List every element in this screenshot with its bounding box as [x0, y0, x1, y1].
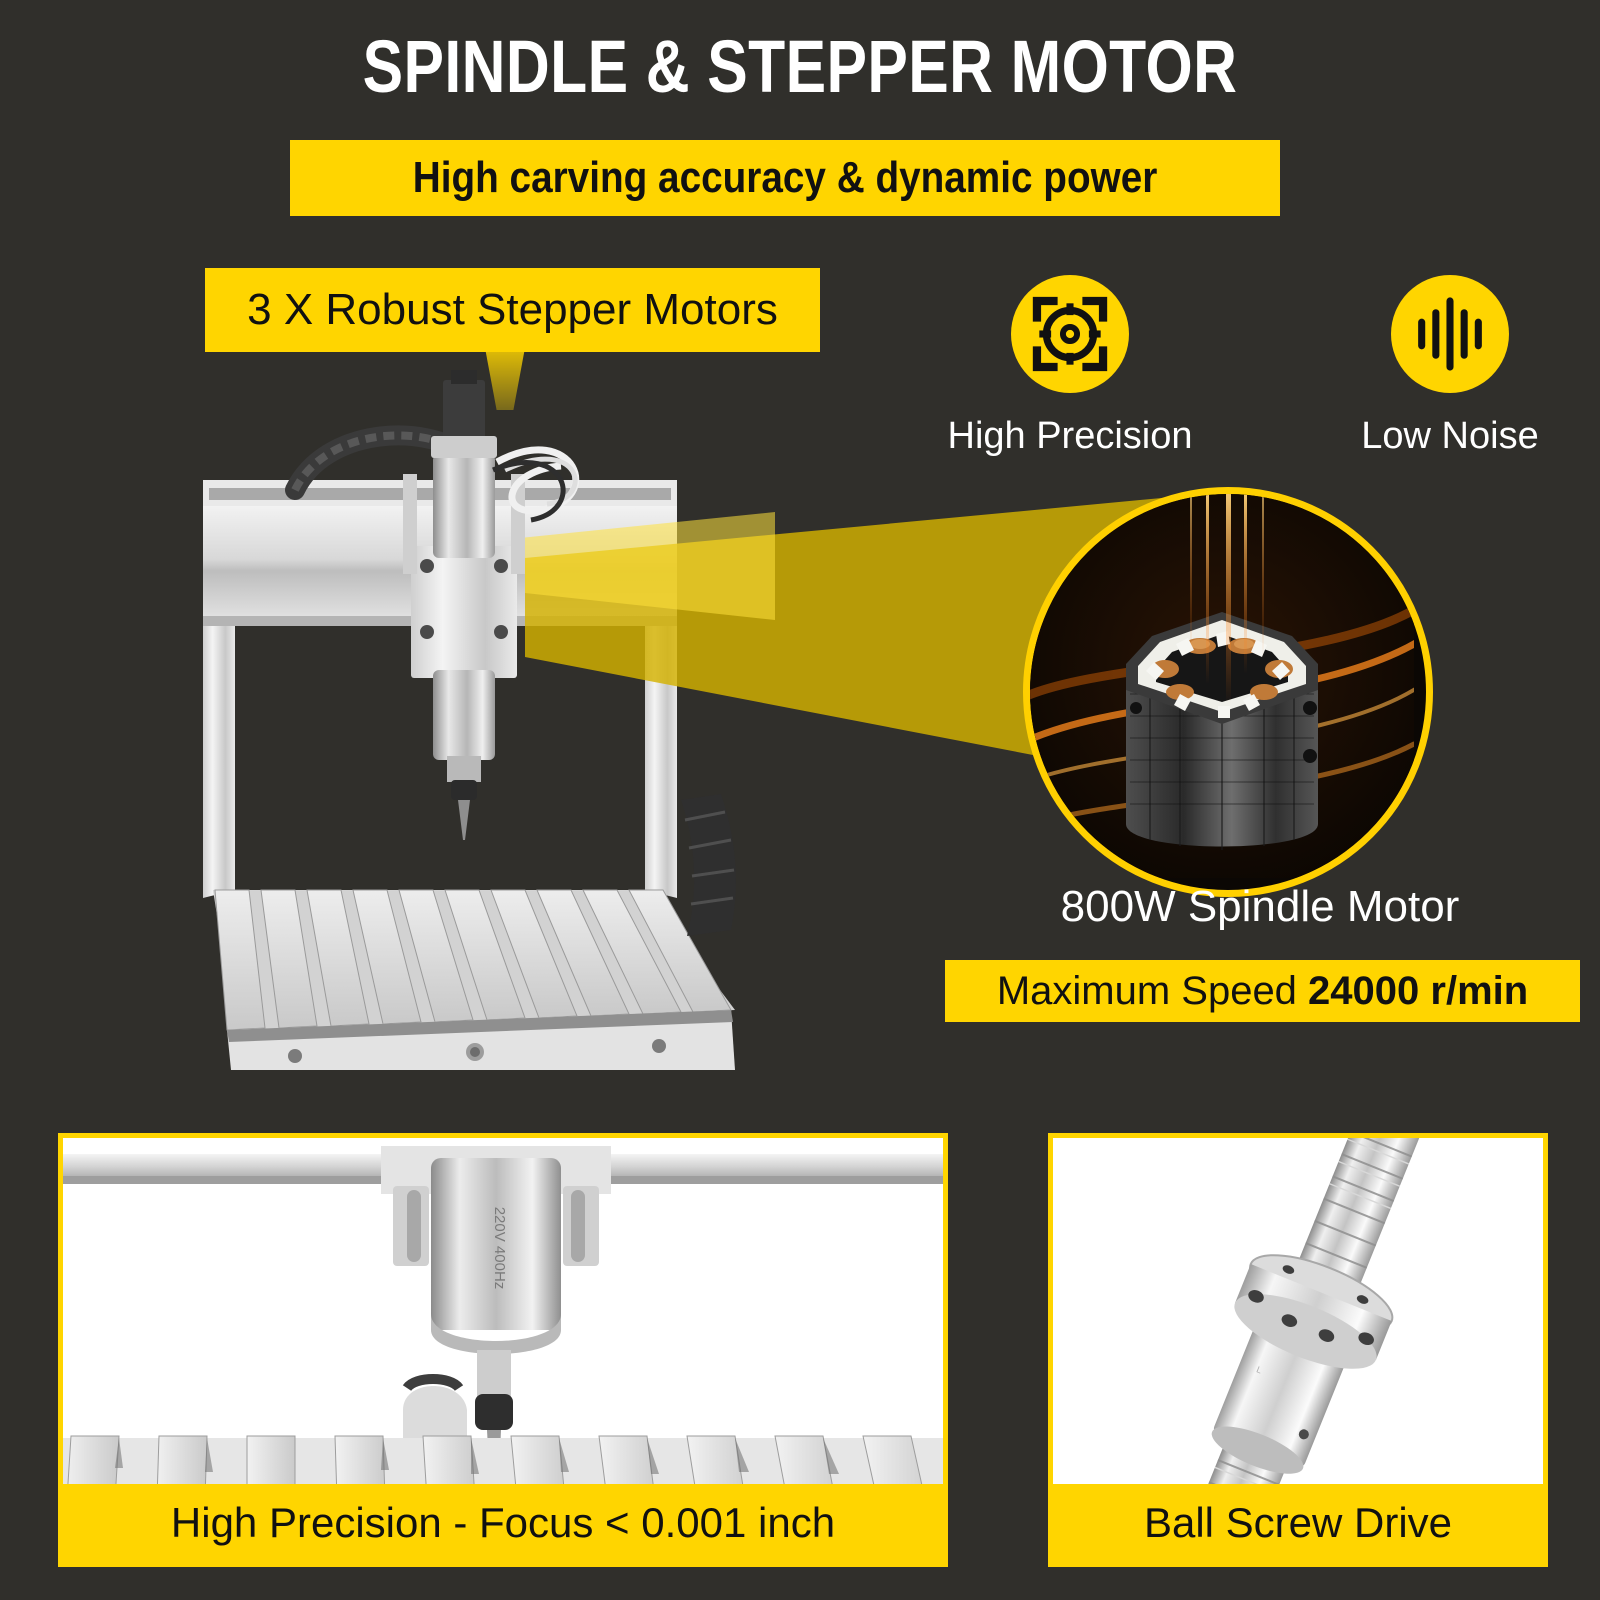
max-speed-banner: Maximum Speed 24000 r/min: [945, 960, 1580, 1022]
ballscrew-marking: L: [1255, 1364, 1263, 1375]
spindle-motor-closeup: [1023, 487, 1433, 897]
ballscrew-caption-bar: Ball Screw Drive: [1053, 1484, 1543, 1562]
sound-wave-icon: [1391, 275, 1509, 393]
page-title: SPINDLE & STEPPER MOTOR: [362, 25, 1238, 108]
precision-caption-bar: High Precision - Focus < 0.001 inch: [63, 1484, 943, 1562]
cnc-machine-photo: [203, 370, 736, 1070]
focus-target-icon: [1011, 275, 1129, 393]
panel-high-precision: 220V 400Hz: [58, 1133, 948, 1567]
feature-label: Low Noise: [1361, 415, 1539, 457]
ballscrew-caption: Ball Screw Drive: [1143, 1499, 1453, 1546]
subtitle-text: High carving accuracy & dynamic power: [412, 153, 1158, 202]
max-speed-text: Maximum Speed 24000 r/min: [997, 969, 1528, 1014]
spindle-motor-caption: 800W Spindle Motor: [1060, 882, 1460, 931]
feature-low-noise: Low Noise: [1320, 275, 1580, 458]
spindle-marking: 220V 400Hz: [491, 1207, 508, 1290]
max-speed-value: 24000 r/min: [1308, 968, 1529, 1013]
subtitle-banner: High carving accuracy & dynamic power: [290, 140, 1280, 216]
panel-ball-screw: L Ball Screw Drive: [1048, 1133, 1548, 1567]
stepper-motor-callout-label: 3 X Robust Stepper Motors: [247, 285, 778, 334]
feature-label: High Precision: [947, 415, 1193, 457]
precision-caption: High Precision - Focus < 0.001 inch: [170, 1499, 836, 1546]
stepper-motor-callout: 3 X Robust Stepper Motors: [205, 268, 820, 352]
feature-high-precision: High Precision: [940, 275, 1200, 458]
max-speed-prefix: Maximum Speed: [996, 968, 1309, 1013]
